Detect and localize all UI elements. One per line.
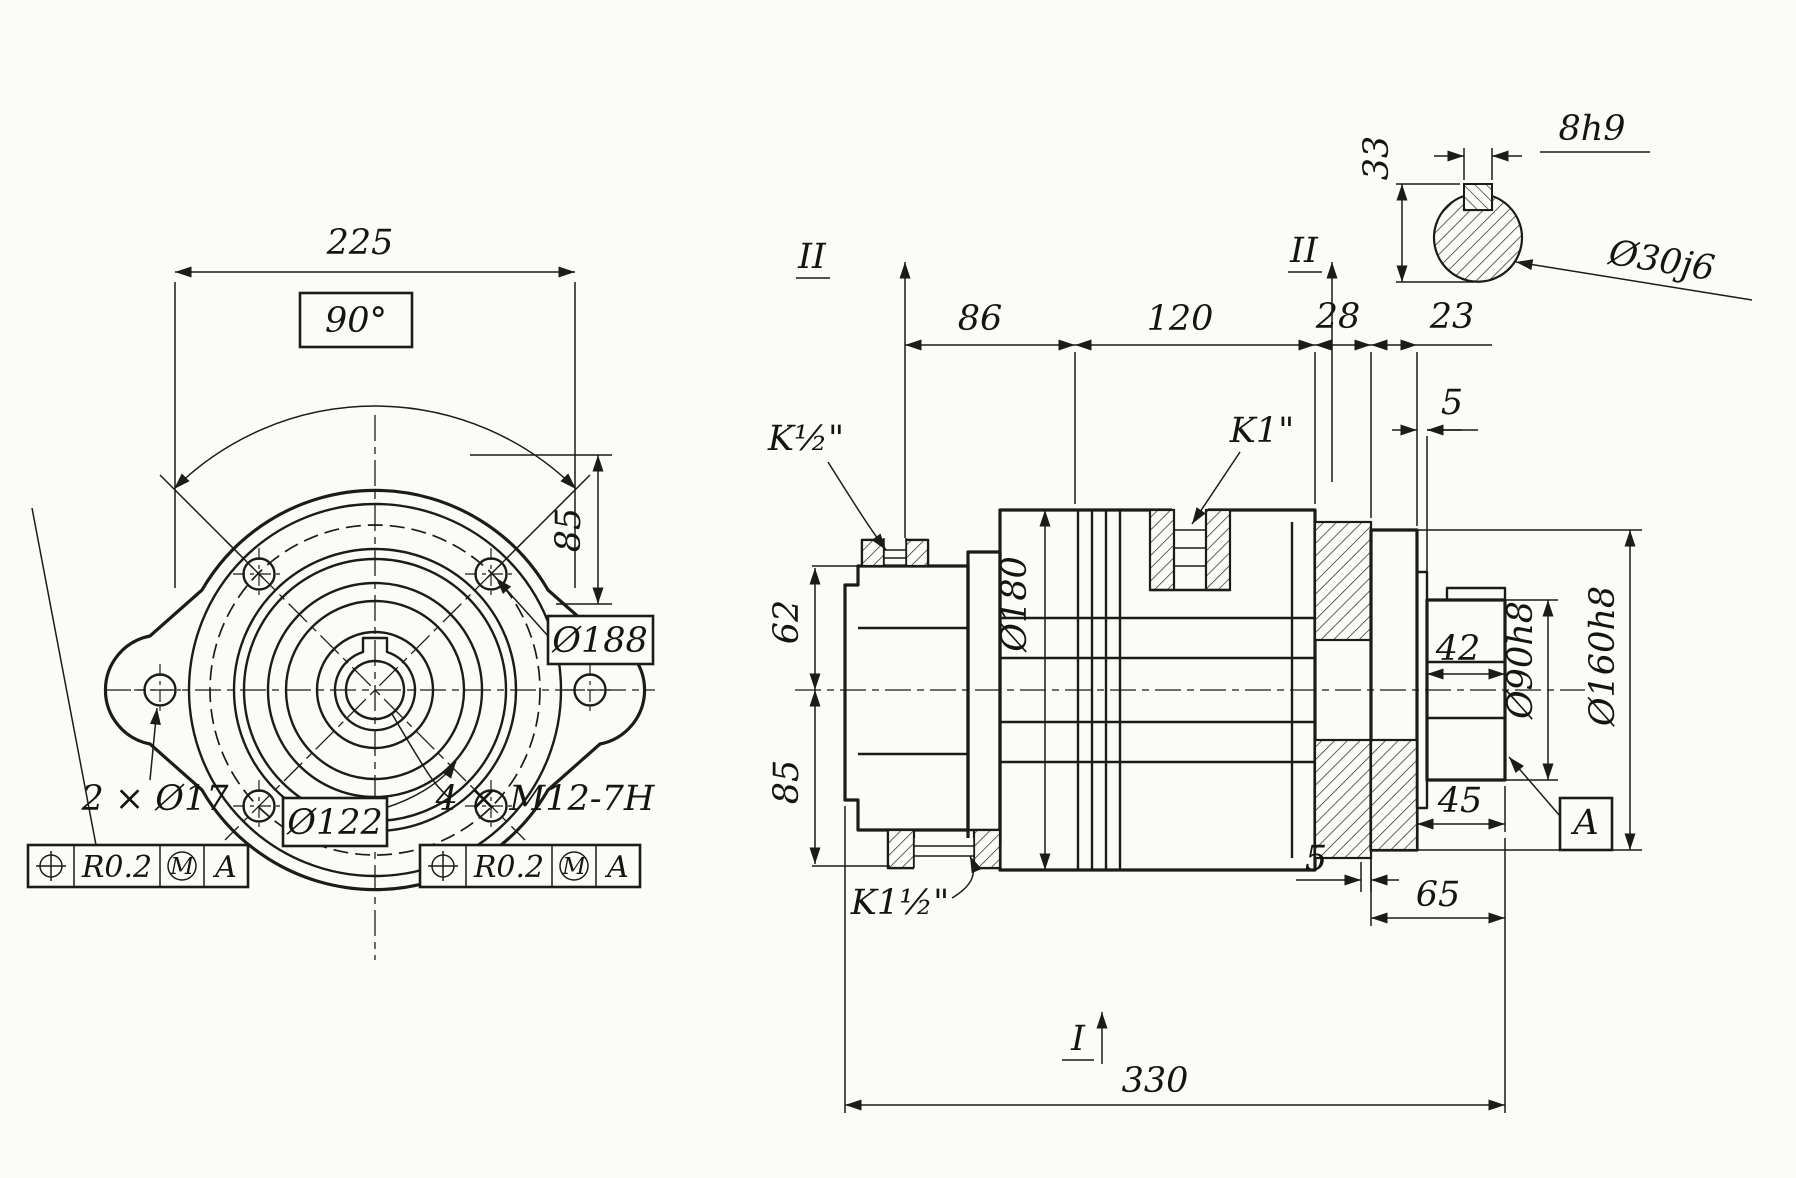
dim-42-label: 42 — [1435, 629, 1481, 669]
top-dimension-chain: 86 120 28 23 — [904, 297, 1492, 538]
dim-120: 120 — [1147, 299, 1214, 339]
fcf-right: R0.2 M A — [418, 843, 642, 889]
port-one-half-inch — [886, 828, 1002, 870]
bolt-circle — [209, 524, 541, 856]
dim-23: 23 — [1429, 297, 1475, 337]
section-view: II II I 86 120 28 23 — [767, 231, 1642, 1113]
dim-width-label: 225 — [326, 223, 394, 263]
fcf-left: R0.2 M A — [26, 843, 250, 889]
fcf-modifier: M — [561, 854, 587, 880]
section-ii-label: II — [1289, 231, 1319, 271]
datum-a-label: A — [1570, 803, 1598, 843]
holes-note: 2 × Ø17 — [80, 779, 229, 819]
shaft-dia-label: Ø30j6 — [1605, 233, 1717, 289]
dim-330: 330 — [844, 806, 1506, 1113]
dim-dia180: Ø180 — [995, 556, 1035, 653]
port-half-inch — [860, 538, 930, 568]
front-cover — [1313, 520, 1373, 860]
shaft-section — [1432, 194, 1524, 283]
front-view: 90° 225 85 Ø188 Ø122 2 × — [26, 223, 656, 960]
ear-holes — [133, 663, 617, 717]
bolt-circle-label: Ø188 — [551, 621, 648, 661]
position-tolerance-icon — [428, 851, 458, 881]
width-dimension: 225 — [174, 223, 576, 588]
hub-dia-label: Ø122 — [286, 803, 383, 843]
dim-62: 62 — [767, 600, 807, 645]
key-width-dim: 8h9 — [1434, 109, 1650, 180]
angle-dimension: 90° — [159, 291, 591, 579]
flange-outline — [103, 488, 647, 892]
dim-5-top-label: 5 — [1441, 383, 1463, 423]
material-modifier-icon — [559, 851, 589, 881]
bolt-holes — [232, 547, 518, 833]
fcf-datum: A — [212, 850, 237, 885]
port-one-label: K1" — [1229, 411, 1295, 451]
dim-dia90: Ø90h8 — [1501, 601, 1541, 720]
hub-dia-callout: Ø122 — [281, 761, 457, 848]
dim-85: 85 — [767, 760, 807, 805]
shaft-dia-callout: Ø30j6 — [1515, 233, 1753, 301]
dim-28: 28 — [1315, 297, 1361, 337]
dim-45: 45 — [1417, 781, 1506, 832]
dia-90-dim: Ø90h8 — [1501, 599, 1558, 781]
keyed-bore — [333, 636, 417, 732]
key-width-label: 8h9 — [1558, 109, 1625, 149]
section-ii-label: II — [797, 237, 827, 277]
section-mark-ii-right: II — [1288, 231, 1338, 482]
height-dimension: 85 — [470, 454, 612, 605]
left-height-dims: 62 85 — [767, 565, 890, 867]
section-mark-i: I — [1062, 1012, 1108, 1064]
dim-42: 42 — [1427, 629, 1505, 680]
dim-86: 86 — [958, 299, 1003, 339]
dim-5-bottom-label: 5 — [1305, 839, 1327, 879]
material-modifier-icon — [167, 851, 197, 881]
fcf-datum: A — [604, 850, 629, 885]
output-hub — [1425, 586, 1507, 782]
angle-label: 90° — [325, 301, 387, 341]
port-one-half-label: K1½" — [850, 883, 949, 923]
threads-note: 4 × M12-7H — [435, 779, 656, 819]
port-labels: K½" K1" K1½" — [767, 411, 1294, 923]
section-mark-ii-left: II — [796, 237, 911, 352]
dia-180-dim: Ø180 — [995, 510, 1051, 870]
port-one-inch — [1148, 502, 1232, 592]
front-notes: 2 × Ø17 4 × M12-7H — [31, 507, 656, 846]
fcf-tolerance: R0.2 — [473, 850, 544, 885]
bolt-circle-callout: Ø188 — [495, 577, 655, 666]
key-height-dim: 33 — [1357, 136, 1474, 283]
datum-a: A — [1508, 756, 1614, 852]
dim-height-label: 85 — [549, 508, 589, 553]
dim-45-label: 45 — [1437, 781, 1483, 821]
dim-65: 65 — [1370, 838, 1506, 926]
port-half-label: K½" — [767, 419, 844, 459]
dim-5-top: 5 — [1392, 383, 1478, 572]
mounting-flange — [1369, 528, 1429, 852]
section-i-label: I — [1070, 1019, 1086, 1059]
dim-65-label: 65 — [1416, 875, 1461, 915]
fcf-tolerance: R0.2 — [81, 850, 152, 885]
dim-dia160: Ø160h8 — [1583, 586, 1623, 727]
position-tolerance-icon — [36, 851, 66, 881]
dim-330-label: 330 — [1122, 1061, 1189, 1101]
key-height-label: 33 — [1357, 136, 1397, 181]
shaft-detail: 8h9 33 Ø30j6 — [1357, 109, 1753, 301]
key-section — [1463, 183, 1493, 211]
fcf-modifier: M — [169, 854, 195, 880]
angle-box — [298, 291, 414, 349]
